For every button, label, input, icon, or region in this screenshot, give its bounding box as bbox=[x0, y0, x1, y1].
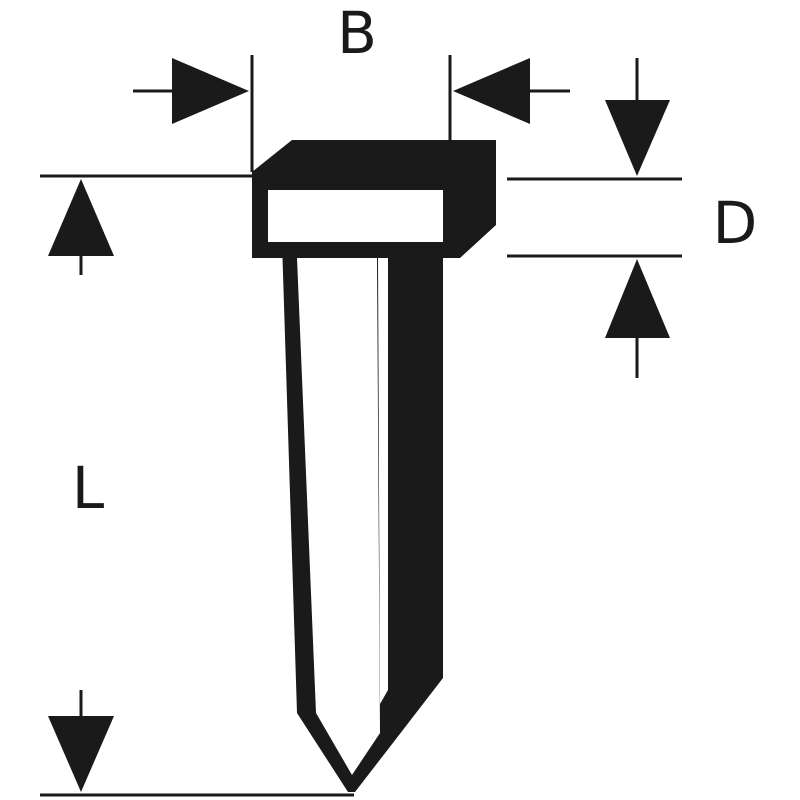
label-l: L bbox=[72, 454, 104, 522]
nail-shank bbox=[282, 242, 443, 792]
dimension-l: L bbox=[40, 174, 354, 797]
nail-shank-highlight bbox=[378, 258, 388, 704]
d-arrow-up-icon bbox=[605, 259, 670, 338]
d-arrow-down-icon bbox=[605, 100, 670, 176]
l-arrow-up-icon bbox=[48, 179, 114, 256]
nail-head bbox=[252, 140, 496, 258]
label-d: D bbox=[713, 189, 758, 257]
b-arrow-left-icon bbox=[172, 58, 249, 124]
dimension-b: B bbox=[133, 0, 570, 172]
l-arrow-down-icon bbox=[48, 716, 114, 792]
b-arrow-right-icon bbox=[453, 58, 530, 124]
label-b: B bbox=[337, 0, 377, 67]
dimension-d: D bbox=[507, 58, 757, 378]
nail-drawing bbox=[252, 140, 496, 792]
